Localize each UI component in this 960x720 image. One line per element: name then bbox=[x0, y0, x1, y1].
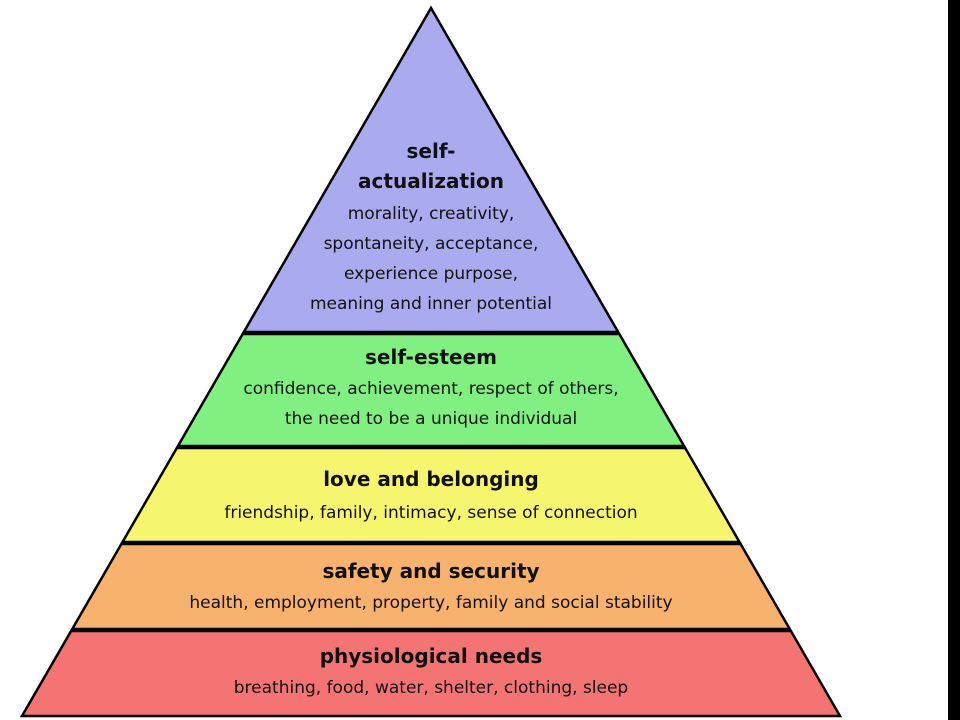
tier-shape-safety-and-security bbox=[70, 542, 792, 631]
tier-shape-self-actualization bbox=[241, 5, 621, 334]
tier-description: the need to be a unique individual bbox=[285, 409, 577, 429]
tier-self-esteem: self-esteem confidence, achievement, resp… bbox=[175, 332, 687, 448]
tier-description: morality, creativity, bbox=[348, 204, 515, 224]
tier-shape-physiological-needs bbox=[19, 629, 843, 718]
tier-description: breathing, food, water, shelter, clothin… bbox=[234, 678, 628, 698]
tier-description: health, employment, property, family and… bbox=[189, 593, 672, 613]
tier-title: actualization bbox=[358, 169, 504, 193]
tier-title: self-esteem bbox=[365, 345, 497, 369]
tier-description: friendship, family, intimacy, sense of c… bbox=[224, 503, 637, 523]
tier-shape-self-esteem bbox=[175, 332, 687, 448]
tier-description: confidence, achievement, respect of othe… bbox=[243, 379, 618, 399]
tier-physiological-needs: physiological needs breathing, food, wate… bbox=[19, 629, 843, 718]
tier-description: experience purpose, bbox=[344, 264, 518, 284]
tier-title: love and belonging bbox=[323, 467, 539, 491]
tier-description: spontaneity, acceptance, bbox=[324, 234, 539, 254]
tier-self-actualization: self-actualization morality, creativity, s… bbox=[241, 5, 621, 334]
pyramid-tiers: self-actualization morality, creativity, s… bbox=[19, 5, 843, 718]
right-frame-border bbox=[948, 0, 960, 720]
tier-shape-love-and-belonging bbox=[120, 446, 742, 544]
tier-love-and-belonging: love and belonging friendship, family, in… bbox=[120, 446, 742, 544]
tier-safety-and-security: safety and security health, employment, p… bbox=[70, 542, 792, 631]
tier-title: physiological needs bbox=[320, 644, 543, 668]
tier-title: safety and security bbox=[322, 559, 539, 583]
tier-title: self- bbox=[407, 139, 456, 163]
tier-description: meaning and inner potential bbox=[310, 294, 552, 314]
